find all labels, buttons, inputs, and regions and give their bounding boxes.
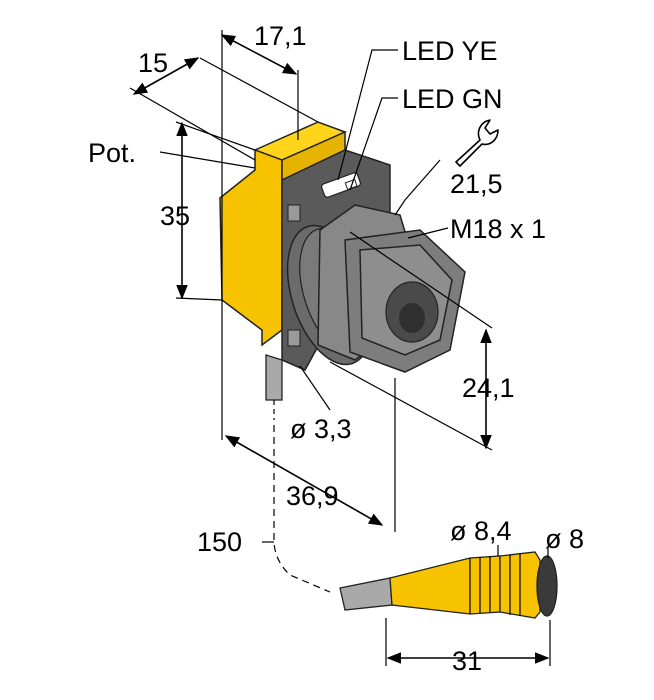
sensor-housing — [219, 121, 466, 373]
dimension-labels: 17,1 15 LED YE LED GN Pot. 35 21,5 M18 x… — [88, 21, 584, 676]
label-31: 31 — [452, 646, 482, 676]
label-21-5: 21,5 — [450, 169, 503, 199]
sensor-cable — [265, 354, 331, 593]
dimension-lines — [129, 30, 551, 666]
label-35: 35 — [160, 201, 190, 231]
label-36-9: 36,9 — [286, 481, 339, 511]
label-24-1: 24,1 — [462, 373, 515, 403]
label-dia-8: ø 8 — [545, 524, 584, 554]
label-dia-3-3: ø 3,3 — [290, 414, 352, 444]
label-pot: Pot. — [88, 138, 136, 168]
label-thread: M18 x 1 — [450, 214, 546, 244]
wrench-icon — [455, 119, 499, 167]
label-led-ye: LED YE — [402, 36, 498, 66]
cable-connector — [339, 551, 558, 619]
label-15: 15 — [138, 48, 168, 78]
label-dia-8-4: ø 8,4 — [450, 516, 512, 546]
label-17-1: 17,1 — [254, 21, 307, 51]
label-led-gn: LED GN — [402, 84, 503, 114]
label-150: 150 — [197, 527, 242, 557]
